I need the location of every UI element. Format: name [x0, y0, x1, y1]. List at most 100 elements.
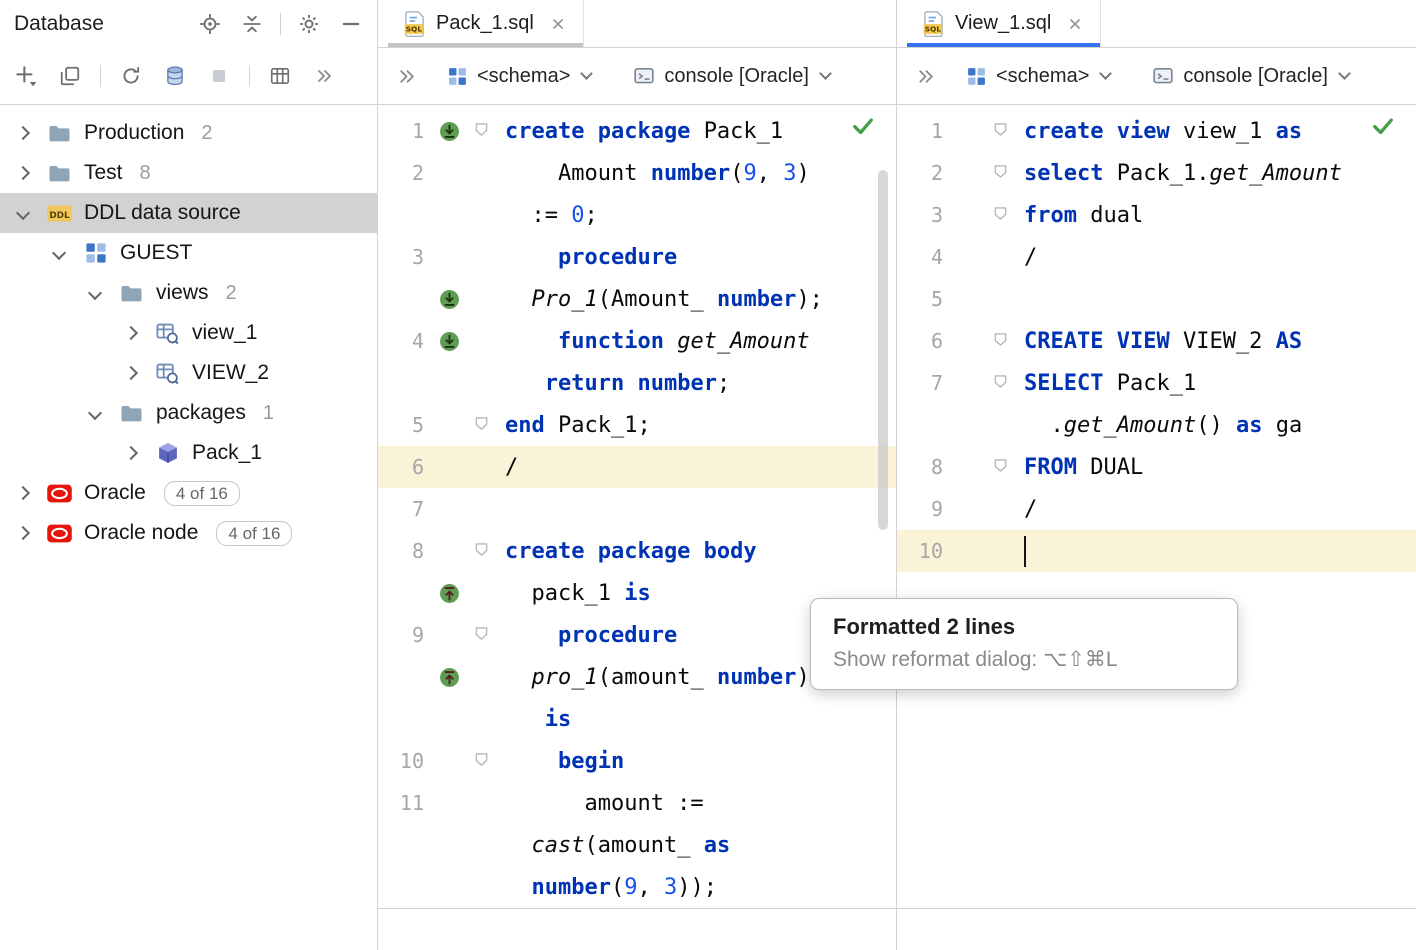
hide-tool-window-icon[interactable] [337, 10, 365, 38]
fold-marker-icon[interactable] [993, 458, 1008, 477]
code-text[interactable]: CREATE VIEW VIEW_2 AS [1015, 329, 1302, 354]
code-text[interactable]: FROM DUAL [1015, 455, 1143, 480]
code-line[interactable]: cast(amount_ as [378, 824, 896, 866]
db-object-down-icon[interactable] [439, 331, 460, 352]
code-line[interactable]: 10 [897, 530, 1416, 572]
fold-marker-icon[interactable] [474, 626, 489, 645]
code-line[interactable]: 5 [897, 278, 1416, 320]
code-text[interactable]: pack_1 is [496, 581, 650, 606]
chevron-right-icon[interactable] [12, 482, 34, 504]
code-text[interactable]: cast(amount_ as [496, 833, 731, 858]
code-text[interactable]: select Pack_1.get_Amount [1015, 161, 1342, 186]
code-text[interactable]: create view view_1 as [1015, 119, 1302, 144]
code-line[interactable]: 11 amount := [378, 782, 896, 824]
tree-item-view-2[interactable]: VIEW_2 [0, 353, 377, 393]
code-line[interactable]: 9/ [897, 488, 1416, 530]
tree-item-guest[interactable]: GUEST [0, 233, 377, 273]
code-text[interactable]: procedure [496, 623, 677, 648]
fold-marker-icon[interactable] [993, 122, 1008, 141]
code-text[interactable]: create package Pack_1 [496, 119, 783, 144]
close-icon[interactable] [547, 13, 569, 35]
vertical-scrollbar[interactable] [878, 170, 888, 530]
double-chevron-icon[interactable] [396, 66, 417, 87]
console-selector[interactable]: console [Oracle] [633, 65, 832, 88]
add-icon[interactable] [12, 62, 40, 90]
chevron-down-icon[interactable] [84, 402, 106, 424]
chevron-right-icon[interactable] [120, 362, 142, 384]
fold-marker-icon[interactable] [474, 122, 489, 141]
code-text[interactable]: function get_Amount [496, 329, 810, 354]
code-text[interactable]: procedure [496, 245, 677, 270]
code-text[interactable] [1015, 535, 1026, 567]
refresh-icon[interactable] [117, 62, 145, 90]
tree-item-pack-1[interactable]: Pack_1 [0, 433, 377, 473]
code-line[interactable]: 10 begin [378, 740, 896, 782]
code-line[interactable]: 7 [378, 488, 896, 530]
code-text[interactable]: Amount number(9, 3) [496, 161, 810, 186]
chevron-right-icon[interactable] [120, 322, 142, 344]
code-text[interactable]: pro_1(amount_ number) [496, 665, 810, 690]
code-line[interactable]: 6/ [378, 446, 896, 488]
code-text[interactable]: / [1015, 497, 1037, 522]
editor-tab-pack1[interactable]: SQL Pack_1.sql [388, 0, 584, 47]
stop-icon[interactable] [205, 62, 233, 90]
code-line[interactable]: pack_1 is [378, 572, 896, 614]
data-source-properties-icon[interactable] [161, 62, 189, 90]
fold-marker-icon[interactable] [474, 752, 489, 771]
fold-marker-icon[interactable] [993, 164, 1008, 183]
chevron-down-icon[interactable] [48, 242, 70, 264]
db-object-down-icon[interactable] [439, 289, 460, 310]
chevron-right-icon[interactable] [12, 522, 34, 544]
code-line[interactable]: is [378, 698, 896, 740]
code-line[interactable]: .get_Amount() as ga [897, 404, 1416, 446]
console-selector[interactable]: console [Oracle] [1152, 65, 1351, 88]
table-view-icon[interactable] [266, 62, 294, 90]
code-line[interactable]: 2 Amount number(9, 3) [378, 152, 896, 194]
collapse-all-icon[interactable] [238, 10, 266, 38]
chevron-right-icon[interactable] [120, 442, 142, 464]
fold-marker-icon[interactable] [474, 542, 489, 561]
locate-icon[interactable] [196, 10, 224, 38]
code-text[interactable]: begin [496, 749, 624, 774]
code-line[interactable]: number(9, 3)); [378, 866, 896, 908]
db-object-up-icon[interactable] [439, 583, 460, 604]
code-text[interactable]: return number; [496, 371, 730, 396]
chevron-down-icon[interactable] [12, 202, 34, 224]
chevron-right-icon[interactable] [12, 122, 34, 144]
duplicate-icon[interactable] [56, 62, 84, 90]
tree-item-view-1[interactable]: view_1 [0, 313, 377, 353]
code-line[interactable]: 9 procedure [378, 614, 896, 656]
code-text[interactable]: from dual [1015, 203, 1143, 228]
code-text[interactable]: Pro_1(Amount_ number); [496, 287, 823, 312]
code-text[interactable]: SELECT Pack_1 [1015, 371, 1196, 396]
fold-marker-icon[interactable] [993, 332, 1008, 351]
code-text[interactable]: .get_Amount() as ga [1015, 413, 1302, 438]
editor-tab-view1[interactable]: SQL View_1.sql [907, 0, 1102, 47]
schema-selector[interactable]: <schema> [447, 65, 594, 88]
fold-marker-icon[interactable] [474, 416, 489, 435]
code-text[interactable]: / [496, 455, 518, 480]
chevron-down-icon[interactable] [84, 282, 106, 304]
code-text[interactable]: end Pack_1; [496, 413, 651, 438]
fold-marker-icon[interactable] [993, 374, 1008, 393]
code-line[interactable]: return number; [378, 362, 896, 404]
code-line[interactable]: := 0; [378, 194, 896, 236]
code-line[interactable]: pro_1(amount_ number) [378, 656, 896, 698]
schema-selector[interactable]: <schema> [966, 65, 1113, 88]
code-line[interactable]: 3 procedure [378, 236, 896, 278]
code-text[interactable]: amount := [496, 791, 703, 816]
code-line[interactable]: 4/ [897, 236, 1416, 278]
